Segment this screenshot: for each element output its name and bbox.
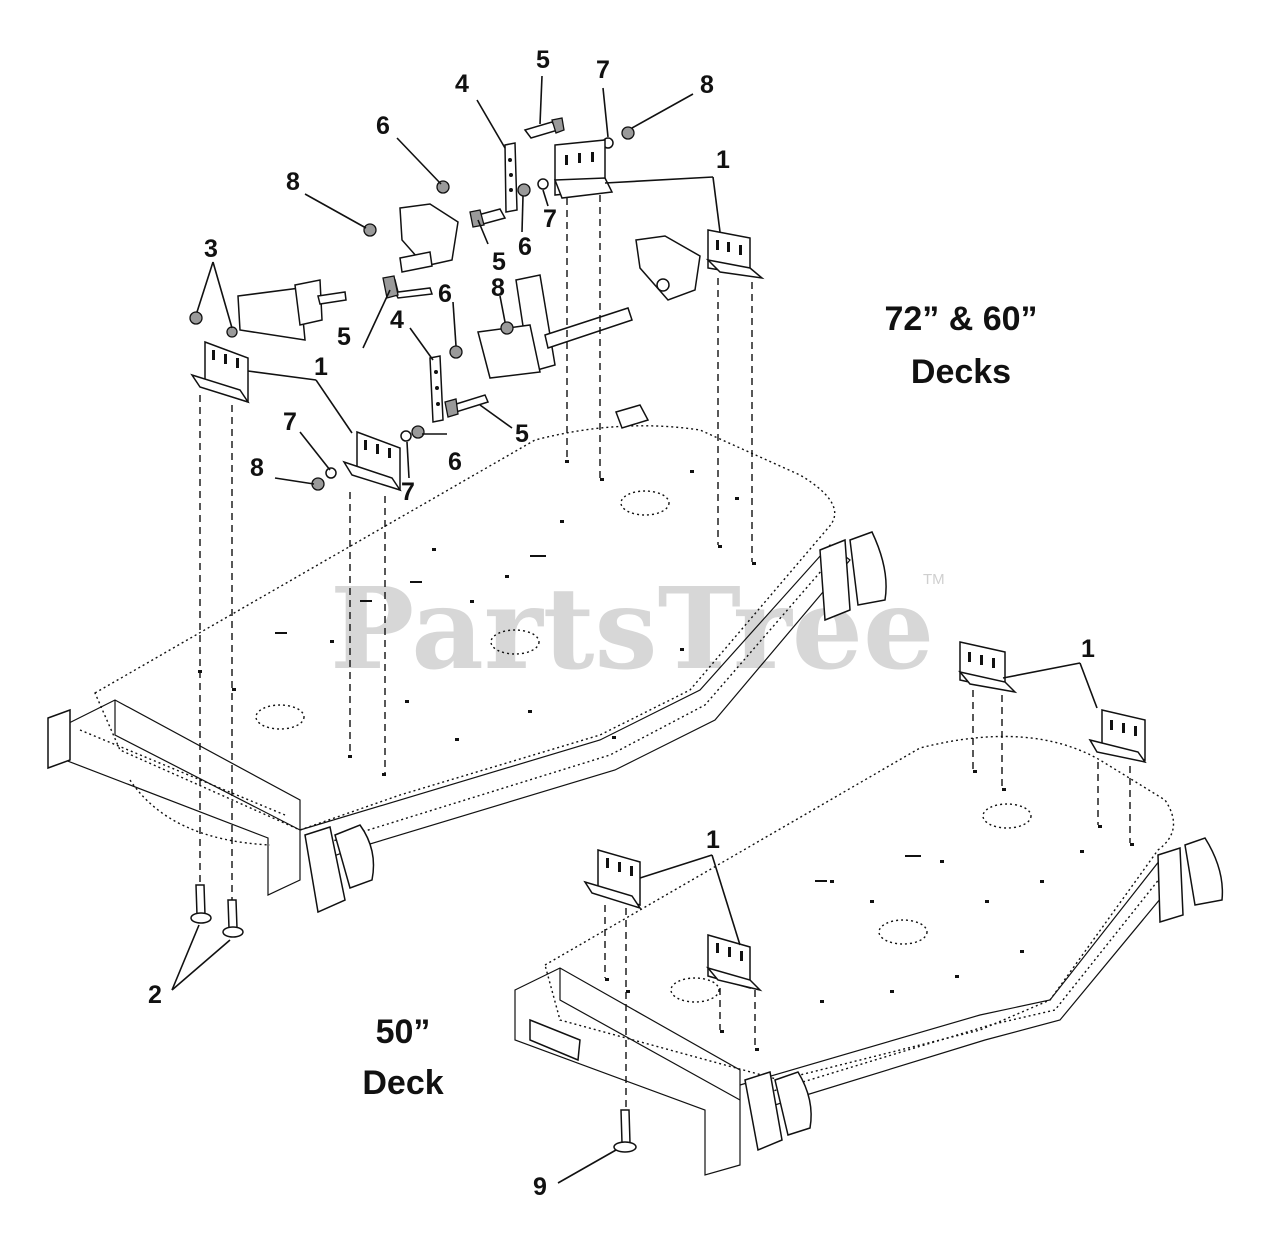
callout-7-mid: 7 (543, 205, 557, 233)
leader-lines (171, 75, 1098, 1184)
heading-small-deck-line2: Deck (362, 1064, 443, 1102)
callout-2: 2 (148, 981, 162, 1009)
callout-6-lower: 6 (448, 448, 462, 476)
callout-8-top-left: 8 (286, 168, 300, 196)
large-deck (47, 117, 887, 938)
callout-6-top: 6 (376, 112, 390, 140)
heading-large-decks-line1: 72” & 60” (884, 300, 1037, 338)
callout-5-top: 5 (536, 46, 550, 74)
bracket-large-rear-left (553, 139, 614, 199)
bracket-large-rear-right (705, 229, 765, 280)
bracket-large-front-left (190, 340, 250, 404)
callout-5-mid: 5 (492, 248, 506, 276)
heading-small-deck-line1: 50” (376, 1013, 431, 1051)
callout-5-right: 5 (515, 420, 529, 448)
bracket-small-rear-left (958, 641, 1018, 694)
callout-4-upper: 4 (455, 70, 469, 98)
callout-5-left: 5 (337, 323, 351, 351)
callout-7-lower: 7 (401, 478, 415, 506)
heading-large-decks-line2: Decks (911, 353, 1011, 391)
callout-8-top-right: 8 (700, 71, 714, 99)
callout-6-mid: 6 (518, 233, 532, 261)
callout-8-center: 8 (491, 274, 505, 302)
watermark-trademark: TM (923, 571, 945, 588)
callout-9: 9 (533, 1173, 547, 1201)
bracket-large-front-right (342, 430, 402, 492)
callout-3: 3 (204, 235, 218, 263)
callout-7-top: 7 (596, 56, 610, 84)
callout-7-left: 7 (283, 408, 297, 436)
callout-6-upper-center: 6 (438, 280, 452, 308)
callouts: 1 1 1 1 2 3 4 4 5 5 5 5 6 6 6 6 7 7 7 7 … (148, 46, 1095, 1201)
callout-1-large-front: 1 (314, 353, 328, 381)
bracket-small-rear-right (1088, 709, 1147, 764)
bracket-small-front-left (583, 849, 642, 910)
callout-1-small-rear: 1 (1081, 635, 1095, 663)
callout-1-large-rear: 1 (716, 146, 730, 174)
watermark: PartsTree TM (330, 564, 945, 695)
callout-8-lower-left: 8 (250, 454, 264, 482)
callout-1-small-front: 1 (706, 826, 720, 854)
callout-4-lower: 4 (390, 306, 404, 334)
small-deck (514, 641, 1224, 1176)
deck-headings: 72” & 60” Decks 50” Deck (362, 300, 1037, 1102)
bracket-small-front-right (705, 934, 763, 992)
